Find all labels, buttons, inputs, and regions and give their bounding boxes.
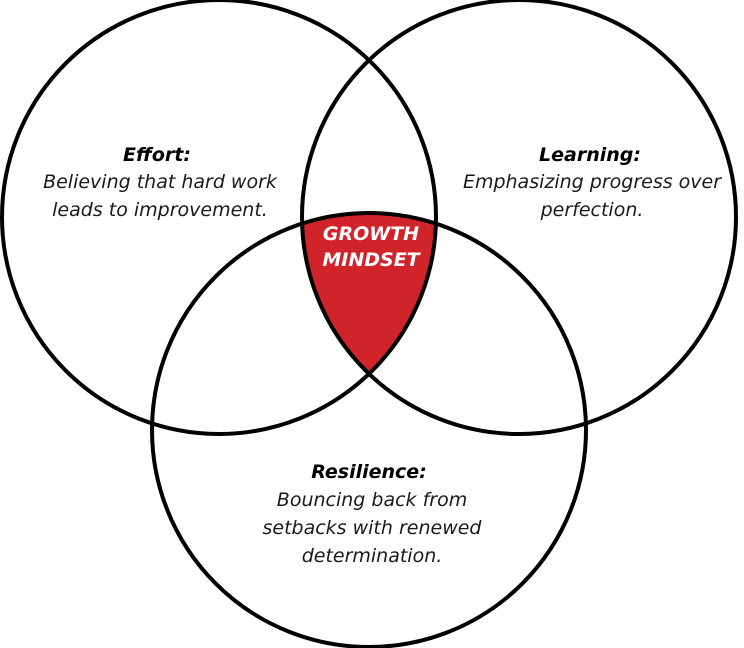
effort-circle bbox=[0, 0, 438, 436]
resilience-title: Resilience: bbox=[311, 461, 427, 483]
center-region-clip bbox=[302, 213, 436, 434]
growth-mindset-label-line2: MINDSET bbox=[322, 249, 421, 271]
learning-title: Learning: bbox=[539, 144, 641, 166]
effort-desc-line2: leads to improvement. bbox=[52, 199, 268, 221]
resilience-desc-line2: setbacks with renewed bbox=[262, 517, 482, 539]
effort-desc-line1: Believing that hard work bbox=[43, 171, 278, 193]
resilience-desc-line3: determination. bbox=[302, 545, 443, 567]
effort-title: Effort: bbox=[123, 144, 191, 166]
learning-desc-line1: Emphasizing progress over bbox=[463, 171, 722, 193]
growth-mindset-region bbox=[302, 213, 436, 434]
resilience-circle bbox=[150, 211, 588, 648]
resilience-desc-line1: Bouncing back from bbox=[277, 489, 467, 511]
growth-mindset-label-line1: GROWTH bbox=[323, 223, 419, 245]
learning-circle bbox=[300, 0, 738, 436]
learning-desc-line2: perfection. bbox=[540, 199, 644, 221]
